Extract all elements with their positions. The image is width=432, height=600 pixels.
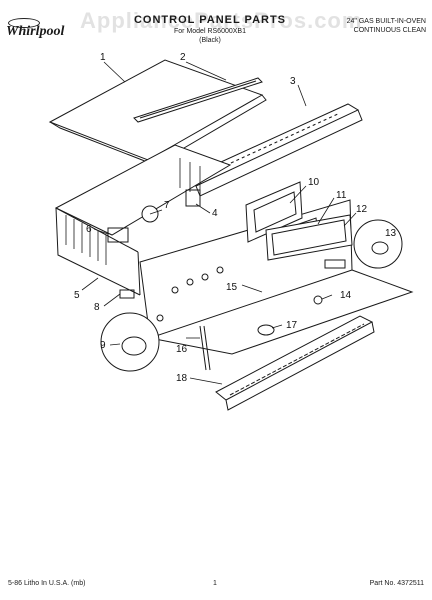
callout-6: 6 bbox=[86, 224, 92, 235]
callout-3: 3 bbox=[290, 76, 296, 87]
callout-5: 5 bbox=[74, 290, 80, 301]
callout-11: 11 bbox=[336, 190, 347, 201]
callout-15: 15 bbox=[226, 282, 238, 293]
part-18-trim-bar bbox=[215, 315, 375, 411]
callout-labels: 1 2 3 4 5 6 7 8 9 10 11 12 13 14 15 16 1… bbox=[74, 52, 397, 384]
part-13-knob-detail bbox=[353, 219, 403, 269]
callout-14: 14 bbox=[340, 290, 352, 301]
callout-1: 1 bbox=[100, 52, 106, 63]
small-parts bbox=[107, 189, 323, 371]
part-10-display-window bbox=[245, 181, 303, 243]
part-12-frame bbox=[265, 214, 353, 261]
callout-9: 9 bbox=[100, 340, 106, 351]
callout-7: 7 bbox=[164, 200, 170, 211]
callout-17: 17 bbox=[286, 320, 298, 331]
color-line: (Black) bbox=[199, 37, 221, 44]
callout-2: 2 bbox=[180, 52, 186, 63]
part-2-trim-strip bbox=[133, 77, 263, 123]
product-line-2: CONTINUOUS CLEAN bbox=[353, 27, 426, 34]
logo-swoosh-icon bbox=[8, 18, 40, 28]
callout-13: 13 bbox=[385, 228, 397, 239]
whirlpool-logo: Whirlpool bbox=[6, 18, 64, 46]
model-line: For Model RS6000XB1 bbox=[174, 28, 246, 35]
callout-18: 18 bbox=[176, 373, 188, 384]
callout-16: 16 bbox=[176, 344, 188, 355]
callout-10: 10 bbox=[308, 177, 320, 188]
footer-litho: 5-86 Litho In U.S.A. (mb) bbox=[8, 580, 86, 587]
footer-page-number: 1 bbox=[213, 580, 217, 587]
part-9-knob bbox=[100, 312, 164, 372]
callout-12: 12 bbox=[356, 204, 368, 215]
leader-lines bbox=[81, 61, 357, 385]
product-line-1: 24" GAS BUILT-IN-OVEN bbox=[346, 18, 426, 25]
footer-part-number: Part No. 4372511 bbox=[369, 580, 424, 587]
brand-name: Whirlpool bbox=[6, 24, 65, 39]
callout-4: 4 bbox=[212, 208, 218, 219]
callout-8: 8 bbox=[94, 302, 100, 313]
watermark: AppliancePartsPros.com bbox=[80, 8, 363, 33]
page-title: CONTROL PANEL PARTS bbox=[133, 14, 287, 26]
